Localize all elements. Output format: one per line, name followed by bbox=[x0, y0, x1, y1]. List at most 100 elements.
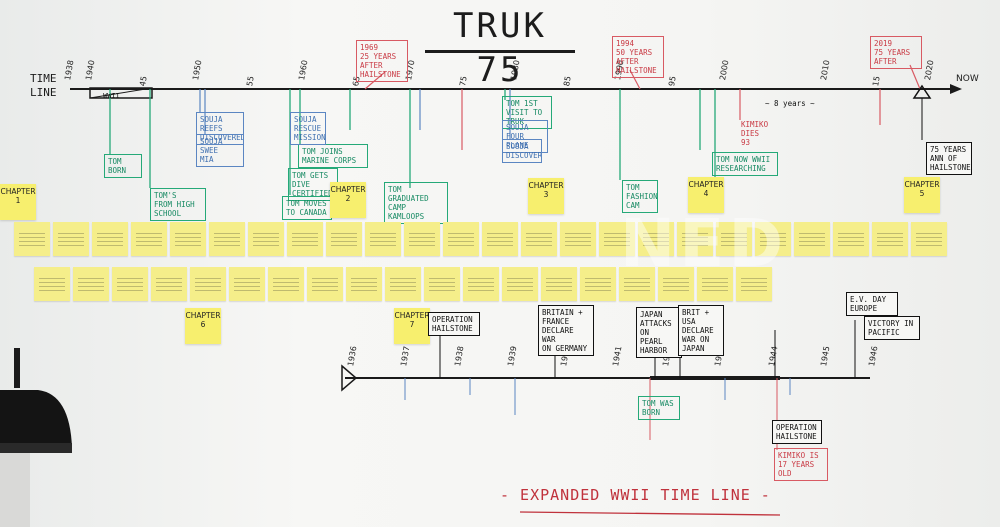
tom-was-born-note: TOM WAS BORN bbox=[638, 396, 680, 420]
chapter-tag: CHAPTER 6 bbox=[185, 308, 221, 344]
sticky-note bbox=[34, 267, 70, 301]
kimiko-17-note: KIMIKO IS 17 YEARS OLD bbox=[774, 448, 828, 481]
sticky-note bbox=[521, 222, 557, 256]
blue-note: SOUJA REEFS DISCOVERED bbox=[196, 112, 244, 145]
sticky-note bbox=[346, 267, 382, 301]
sticky-note bbox=[794, 222, 830, 256]
sticky-note bbox=[638, 222, 674, 256]
top-year: 45 bbox=[138, 75, 149, 87]
sticky-note bbox=[170, 222, 206, 256]
sticky-note bbox=[599, 222, 635, 256]
green-note: TOM 1ST VISIT TO TRUK bbox=[502, 96, 552, 129]
chapter-tag: CHAPTER 2 bbox=[330, 182, 366, 218]
green-note: TOM BORN bbox=[104, 154, 142, 178]
sticky-row-1 bbox=[14, 222, 947, 256]
red-note-1994: 1994 50 YEARS AFTER HAILSTONE bbox=[612, 36, 664, 78]
chapter-label: CHAPTER 6 bbox=[185, 311, 221, 329]
chapter-label: CHAPTER 4 bbox=[688, 180, 724, 198]
sticky-note bbox=[658, 267, 694, 301]
sticky-note bbox=[541, 267, 577, 301]
sticky-note bbox=[385, 267, 421, 301]
green-note: TOM JOINS MARINE CORPS bbox=[298, 144, 368, 168]
chapter-label: CHAPTER 2 bbox=[330, 185, 366, 203]
wwii-start-marker bbox=[341, 364, 358, 392]
chapter-tag: CHAPTER 7 bbox=[394, 308, 430, 344]
sticky-note bbox=[404, 222, 440, 256]
bottom-caption: - EXPANDED WWII TIME LINE - bbox=[500, 486, 771, 504]
sticky-note bbox=[502, 267, 538, 301]
sticky-note bbox=[92, 222, 128, 256]
sticky-note bbox=[248, 222, 284, 256]
sticky-note bbox=[697, 267, 733, 301]
sticky-note bbox=[619, 267, 655, 301]
sticky-note bbox=[365, 222, 401, 256]
event-note: OPERATION HAILSTONE bbox=[772, 420, 822, 444]
chapter-label: CHAPTER 5 bbox=[904, 180, 940, 198]
blue-note: SOUJA RESCUE MISSION bbox=[290, 112, 326, 145]
sticky-note bbox=[53, 222, 89, 256]
event-note: OPERATION HAILSTONE bbox=[428, 312, 480, 336]
sticky-note bbox=[14, 222, 50, 256]
top-year: 15 bbox=[871, 75, 882, 87]
sticky-note bbox=[268, 267, 304, 301]
sticky-note bbox=[73, 267, 109, 301]
chapter-label: CHAPTER 7 bbox=[394, 311, 430, 329]
watermark: NED bbox=[620, 205, 788, 282]
sticky-note bbox=[424, 267, 460, 301]
sticky-note bbox=[716, 222, 752, 256]
sticky-note bbox=[151, 267, 187, 301]
chapter-tag: CHAPTER 1 bbox=[0, 184, 36, 220]
sticky-note bbox=[287, 222, 323, 256]
anniversary-marker bbox=[912, 84, 932, 99]
sticky-note bbox=[112, 267, 148, 301]
blue-note: SOUJA FOUR PLANE bbox=[502, 120, 548, 153]
red-note-2019: 2019 75 YEARS AFTER bbox=[870, 36, 922, 69]
sticky-row-2 bbox=[34, 267, 772, 301]
sticky-note bbox=[307, 267, 343, 301]
chapter-tag: CHAPTER 3 bbox=[528, 178, 564, 214]
sticky-note bbox=[560, 222, 596, 256]
board-title: TRUK 75 bbox=[425, 4, 575, 90]
green-note: TOM GRADUATED CAMP KAMLOOPS bbox=[384, 182, 448, 224]
anniversary-note: 75 YEARS ANN OF HAILSTONE bbox=[926, 142, 972, 175]
timeline-label: TIME LINE bbox=[30, 72, 57, 99]
blue-note: SOUJA SWEE MIA bbox=[196, 134, 244, 167]
top-timeline-arrow bbox=[950, 84, 962, 94]
green-note: TOM'S FROM HIGH SCHOOL bbox=[150, 188, 206, 221]
sticky-note bbox=[131, 222, 167, 256]
chapter-tag: CHAPTER 5 bbox=[904, 177, 940, 213]
top-year: 55 bbox=[245, 75, 256, 87]
kimiko-dies-note: KIMIKO DIES 93 bbox=[741, 120, 769, 147]
green-connectors bbox=[109, 89, 716, 195]
wwii-blue-connectors bbox=[404, 378, 791, 415]
eight-years-note: ~ 8 years ~ bbox=[765, 99, 815, 108]
event-note: VICTORY IN PACIFIC bbox=[864, 316, 920, 340]
sticky-note bbox=[911, 222, 947, 256]
sticky-note bbox=[190, 267, 226, 301]
chapter-label: CHAPTER 3 bbox=[528, 181, 564, 199]
sticky-note bbox=[872, 222, 908, 256]
event-note: BRITAIN + FRANCE DECLARE WAR ON GERMANY bbox=[538, 305, 594, 356]
green-note: TOM FASHION CAM bbox=[622, 180, 658, 213]
sticky-note bbox=[736, 267, 772, 301]
chapter-label: CHAPTER 1 bbox=[0, 187, 36, 205]
sticky-note bbox=[326, 222, 362, 256]
wwii-block bbox=[89, 87, 153, 99]
wwii-label: WWII bbox=[103, 92, 120, 100]
sticky-note bbox=[482, 222, 518, 256]
sticky-note bbox=[229, 267, 265, 301]
sticky-note bbox=[463, 267, 499, 301]
sticky-note bbox=[209, 222, 245, 256]
event-note: E.V. DAY EUROPE bbox=[846, 292, 898, 316]
red-note-1969: 1969 25 YEARS AFTER HAILSTONE bbox=[356, 40, 408, 82]
sticky-note bbox=[580, 267, 616, 301]
sticky-note bbox=[833, 222, 869, 256]
sticky-note bbox=[677, 222, 713, 256]
event-note: BRIT + USA DECLARE WAR ON JAPAN bbox=[678, 305, 724, 356]
chapter-tag: CHAPTER 4 bbox=[688, 177, 724, 213]
green-note: TOM MOVES TO CANADA bbox=[282, 196, 332, 220]
event-note: JAPAN ATTACKS ON PEARL HARBOR bbox=[636, 307, 682, 358]
blue-connectors bbox=[199, 89, 511, 140]
